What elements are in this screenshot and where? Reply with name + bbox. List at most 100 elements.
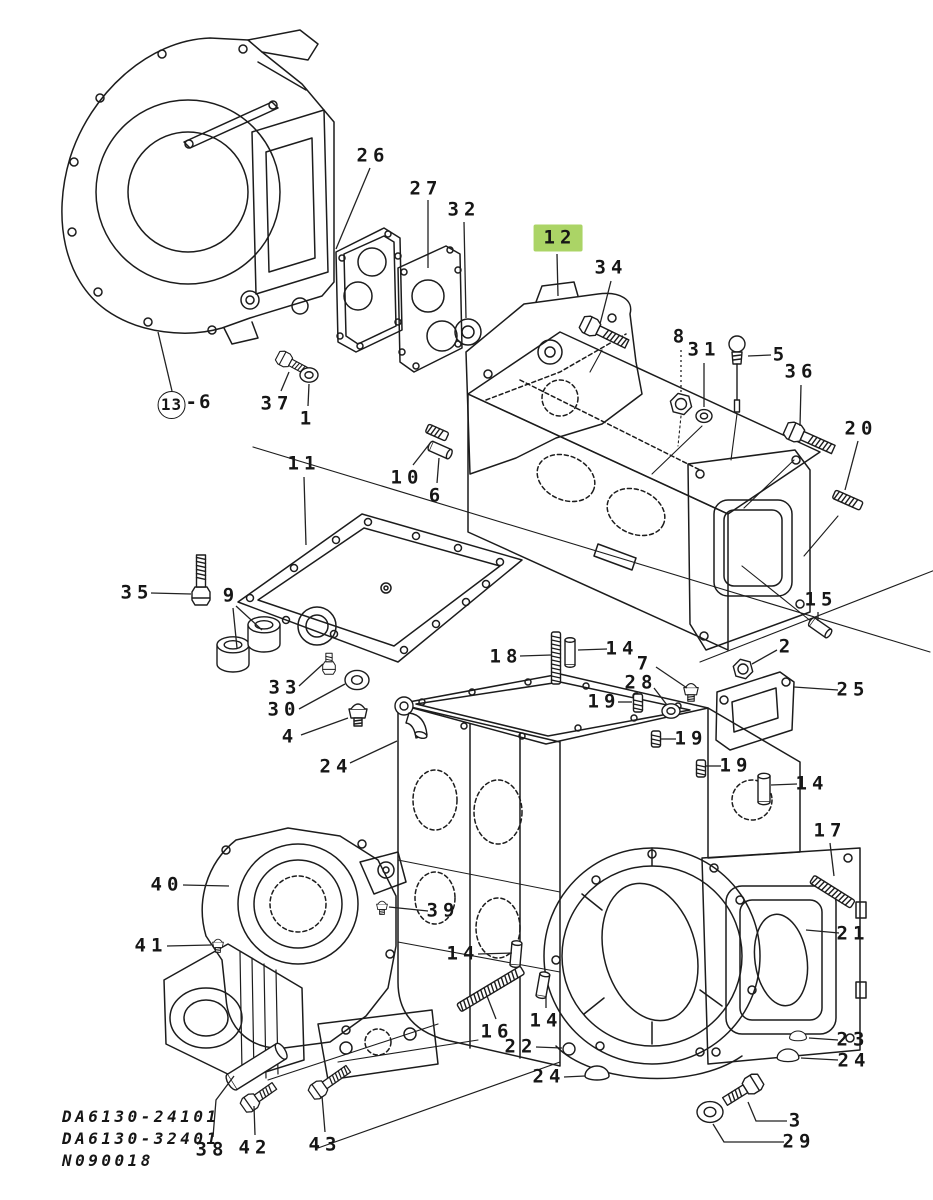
callout-14a[interactable]: 14 bbox=[605, 637, 639, 660]
part-bush-9b bbox=[247, 616, 281, 653]
part-stud-19c bbox=[695, 759, 707, 778]
part-stud-20 bbox=[832, 489, 864, 511]
callout-28[interactable]: 28 bbox=[624, 671, 658, 694]
part-fitting-24a bbox=[394, 696, 428, 739]
part-stud-16 bbox=[456, 966, 525, 1012]
callout-36[interactable]: 36 bbox=[784, 360, 818, 383]
callout-21[interactable]: 21 bbox=[836, 922, 870, 945]
callout-20[interactable]: 20 bbox=[844, 417, 878, 440]
drawing-number-block: DA6130-24101 DA6130-32401 N090018 bbox=[62, 1106, 220, 1172]
part-bolt-33 bbox=[322, 652, 336, 675]
part-stud-18 bbox=[550, 631, 562, 685]
callout-40[interactable]: 40 bbox=[150, 873, 184, 896]
aux-housing-drawing bbox=[163, 827, 439, 1081]
part-nut-2 bbox=[732, 658, 754, 680]
part-stud-10 bbox=[425, 423, 449, 442]
callout-16[interactable]: 16 bbox=[480, 1020, 514, 1043]
part-washer-28 bbox=[661, 703, 681, 719]
drawing-number-line: DA6130-24101 bbox=[62, 1107, 220, 1126]
part-bolt-35 bbox=[191, 554, 211, 606]
callout-13-6[interactable]: 13-6 bbox=[157, 391, 213, 419]
callout-42[interactable]: 42 bbox=[238, 1136, 272, 1159]
part-plug-41 bbox=[212, 938, 224, 953]
plate-25-drawing bbox=[715, 671, 795, 751]
callout-19a[interactable]: 19 bbox=[587, 690, 621, 713]
part-bolt-34 bbox=[578, 315, 630, 349]
part-washer-29 bbox=[696, 1100, 724, 1124]
callout-1[interactable]: 1 bbox=[299, 407, 317, 430]
callout-14d[interactable]: 14 bbox=[529, 1009, 563, 1032]
callout-23[interactable]: 23 bbox=[836, 1028, 870, 1051]
callout-30[interactable]: 30 bbox=[267, 698, 301, 721]
part-pin-38 bbox=[225, 1042, 288, 1091]
part-ball-22 bbox=[562, 1042, 576, 1056]
oil-pan-drawing bbox=[237, 513, 523, 663]
callout-19b[interactable]: 19 bbox=[674, 727, 708, 750]
callout-39[interactable]: 39 bbox=[426, 899, 460, 922]
callout-25[interactable]: 25 bbox=[836, 678, 870, 701]
callout-12[interactable]: 12 bbox=[533, 224, 583, 252]
part-bush-9a bbox=[216, 636, 250, 673]
part-plug-39 bbox=[376, 900, 388, 915]
callout-4[interactable]: 4 bbox=[281, 725, 299, 748]
callout-26[interactable]: 26 bbox=[356, 144, 390, 167]
part-pin-14c bbox=[509, 940, 523, 968]
callout-24c[interactable]: 24 bbox=[837, 1049, 871, 1072]
callout-14c[interactable]: 14 bbox=[446, 942, 480, 965]
callout-29[interactable]: 29 bbox=[782, 1130, 816, 1153]
part-plug-4 bbox=[348, 703, 368, 727]
part-plug-24b bbox=[584, 1065, 610, 1081]
callout-32[interactable]: 32 bbox=[447, 198, 481, 221]
part-bolt-3 bbox=[721, 1073, 765, 1107]
callout-7[interactable]: 7 bbox=[636, 652, 654, 675]
part-plug-7 bbox=[683, 683, 699, 702]
part-nut-8 bbox=[669, 392, 693, 416]
callout-34[interactable]: 34 bbox=[594, 256, 628, 279]
lower-case-drawing bbox=[397, 673, 801, 1080]
part-washer-31 bbox=[695, 408, 713, 424]
part-pin-14a bbox=[564, 637, 576, 668]
gasket-drawing bbox=[397, 245, 463, 373]
callout-43[interactable]: 43 bbox=[308, 1133, 342, 1156]
part-washer-1 bbox=[299, 367, 319, 383]
callout-18[interactable]: 18 bbox=[489, 645, 523, 668]
cover-plate-drawing bbox=[335, 227, 403, 353]
callout-35[interactable]: 35 bbox=[120, 581, 154, 604]
callout-3[interactable]: 3 bbox=[788, 1109, 806, 1132]
part-plug-24c bbox=[776, 1048, 800, 1063]
callout-31[interactable]: 31 bbox=[687, 338, 721, 361]
part-bolt-42 bbox=[239, 1082, 278, 1113]
seal-drawing bbox=[454, 318, 482, 346]
part-stud-19a bbox=[632, 693, 644, 713]
callout-15[interactable]: 15 bbox=[804, 588, 838, 611]
callout-8[interactable]: 8 bbox=[672, 325, 690, 348]
callout-17[interactable]: 17 bbox=[813, 819, 847, 842]
part-pin-14b bbox=[757, 772, 771, 806]
callout-10[interactable]: 10 bbox=[390, 466, 424, 489]
side-cover-drawing bbox=[701, 847, 867, 1065]
callout-19c[interactable]: 19 bbox=[719, 754, 753, 777]
callout-24a[interactable]: 24 bbox=[319, 755, 353, 778]
callout-11[interactable]: 11 bbox=[287, 452, 321, 475]
callout-2[interactable]: 2 bbox=[778, 635, 796, 658]
part-bolt-43 bbox=[307, 1064, 352, 1100]
clutch-housing-drawing bbox=[61, 29, 335, 345]
part-pin-15 bbox=[807, 617, 833, 639]
callout-9[interactable]: 9 bbox=[222, 584, 240, 607]
callout-27[interactable]: 27 bbox=[409, 177, 443, 200]
callout-6[interactable]: 6 bbox=[428, 484, 446, 507]
callout-37[interactable]: 37 bbox=[260, 392, 294, 415]
part-washer-30 bbox=[344, 669, 370, 691]
callout-5[interactable]: 5 bbox=[772, 343, 790, 366]
part-stud-17 bbox=[809, 875, 856, 909]
callout-22[interactable]: 22 bbox=[504, 1035, 538, 1058]
callout-14b[interactable]: 14 bbox=[795, 772, 829, 795]
callout-41[interactable]: 41 bbox=[134, 934, 168, 957]
callout-24b[interactable]: 24 bbox=[532, 1065, 566, 1088]
part-bolt-36 bbox=[782, 421, 836, 455]
callout-38[interactable]: 38 bbox=[195, 1138, 229, 1161]
callout-33[interactable]: 33 bbox=[268, 676, 302, 699]
part-plug-23 bbox=[789, 1030, 807, 1042]
